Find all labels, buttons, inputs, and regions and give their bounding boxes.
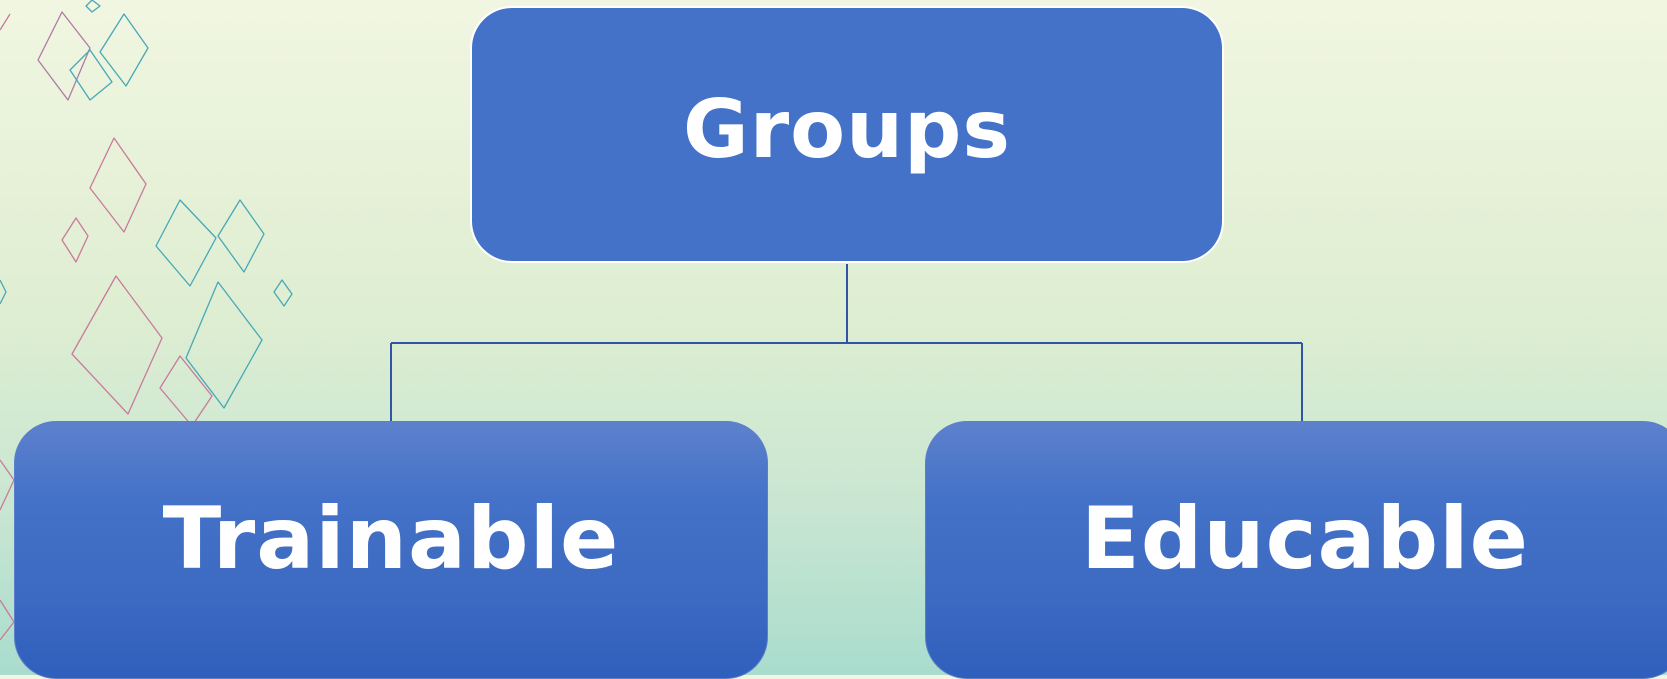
diamond-outline (69, 49, 113, 101)
diamond-outline (89, 137, 147, 233)
root-node-groups: Groups (470, 6, 1224, 263)
diamond-outline (61, 217, 89, 263)
child-node-label: Trainable (162, 489, 620, 589)
diamond-outline (217, 199, 265, 273)
diamond-outline (71, 275, 163, 415)
diamond-outline (273, 279, 293, 307)
diamond-outline (159, 355, 213, 427)
child-node-label: Educable (1081, 489, 1529, 589)
root-node-label: Groups (683, 83, 1011, 176)
diamond-outline (99, 13, 149, 87)
diamond-outline (0, 599, 15, 641)
diamond-outline (37, 11, 91, 101)
diamond-outline (185, 281, 263, 409)
child-node-educable: Educable (925, 421, 1667, 679)
diamond-outline (0, 13, 11, 31)
diamond-outline (0, 279, 7, 305)
diamond-outline (0, 459, 15, 511)
child-node-trainable: Trainable (14, 421, 768, 679)
diamond-outline (85, 0, 101, 13)
diamond-outline (155, 199, 217, 287)
